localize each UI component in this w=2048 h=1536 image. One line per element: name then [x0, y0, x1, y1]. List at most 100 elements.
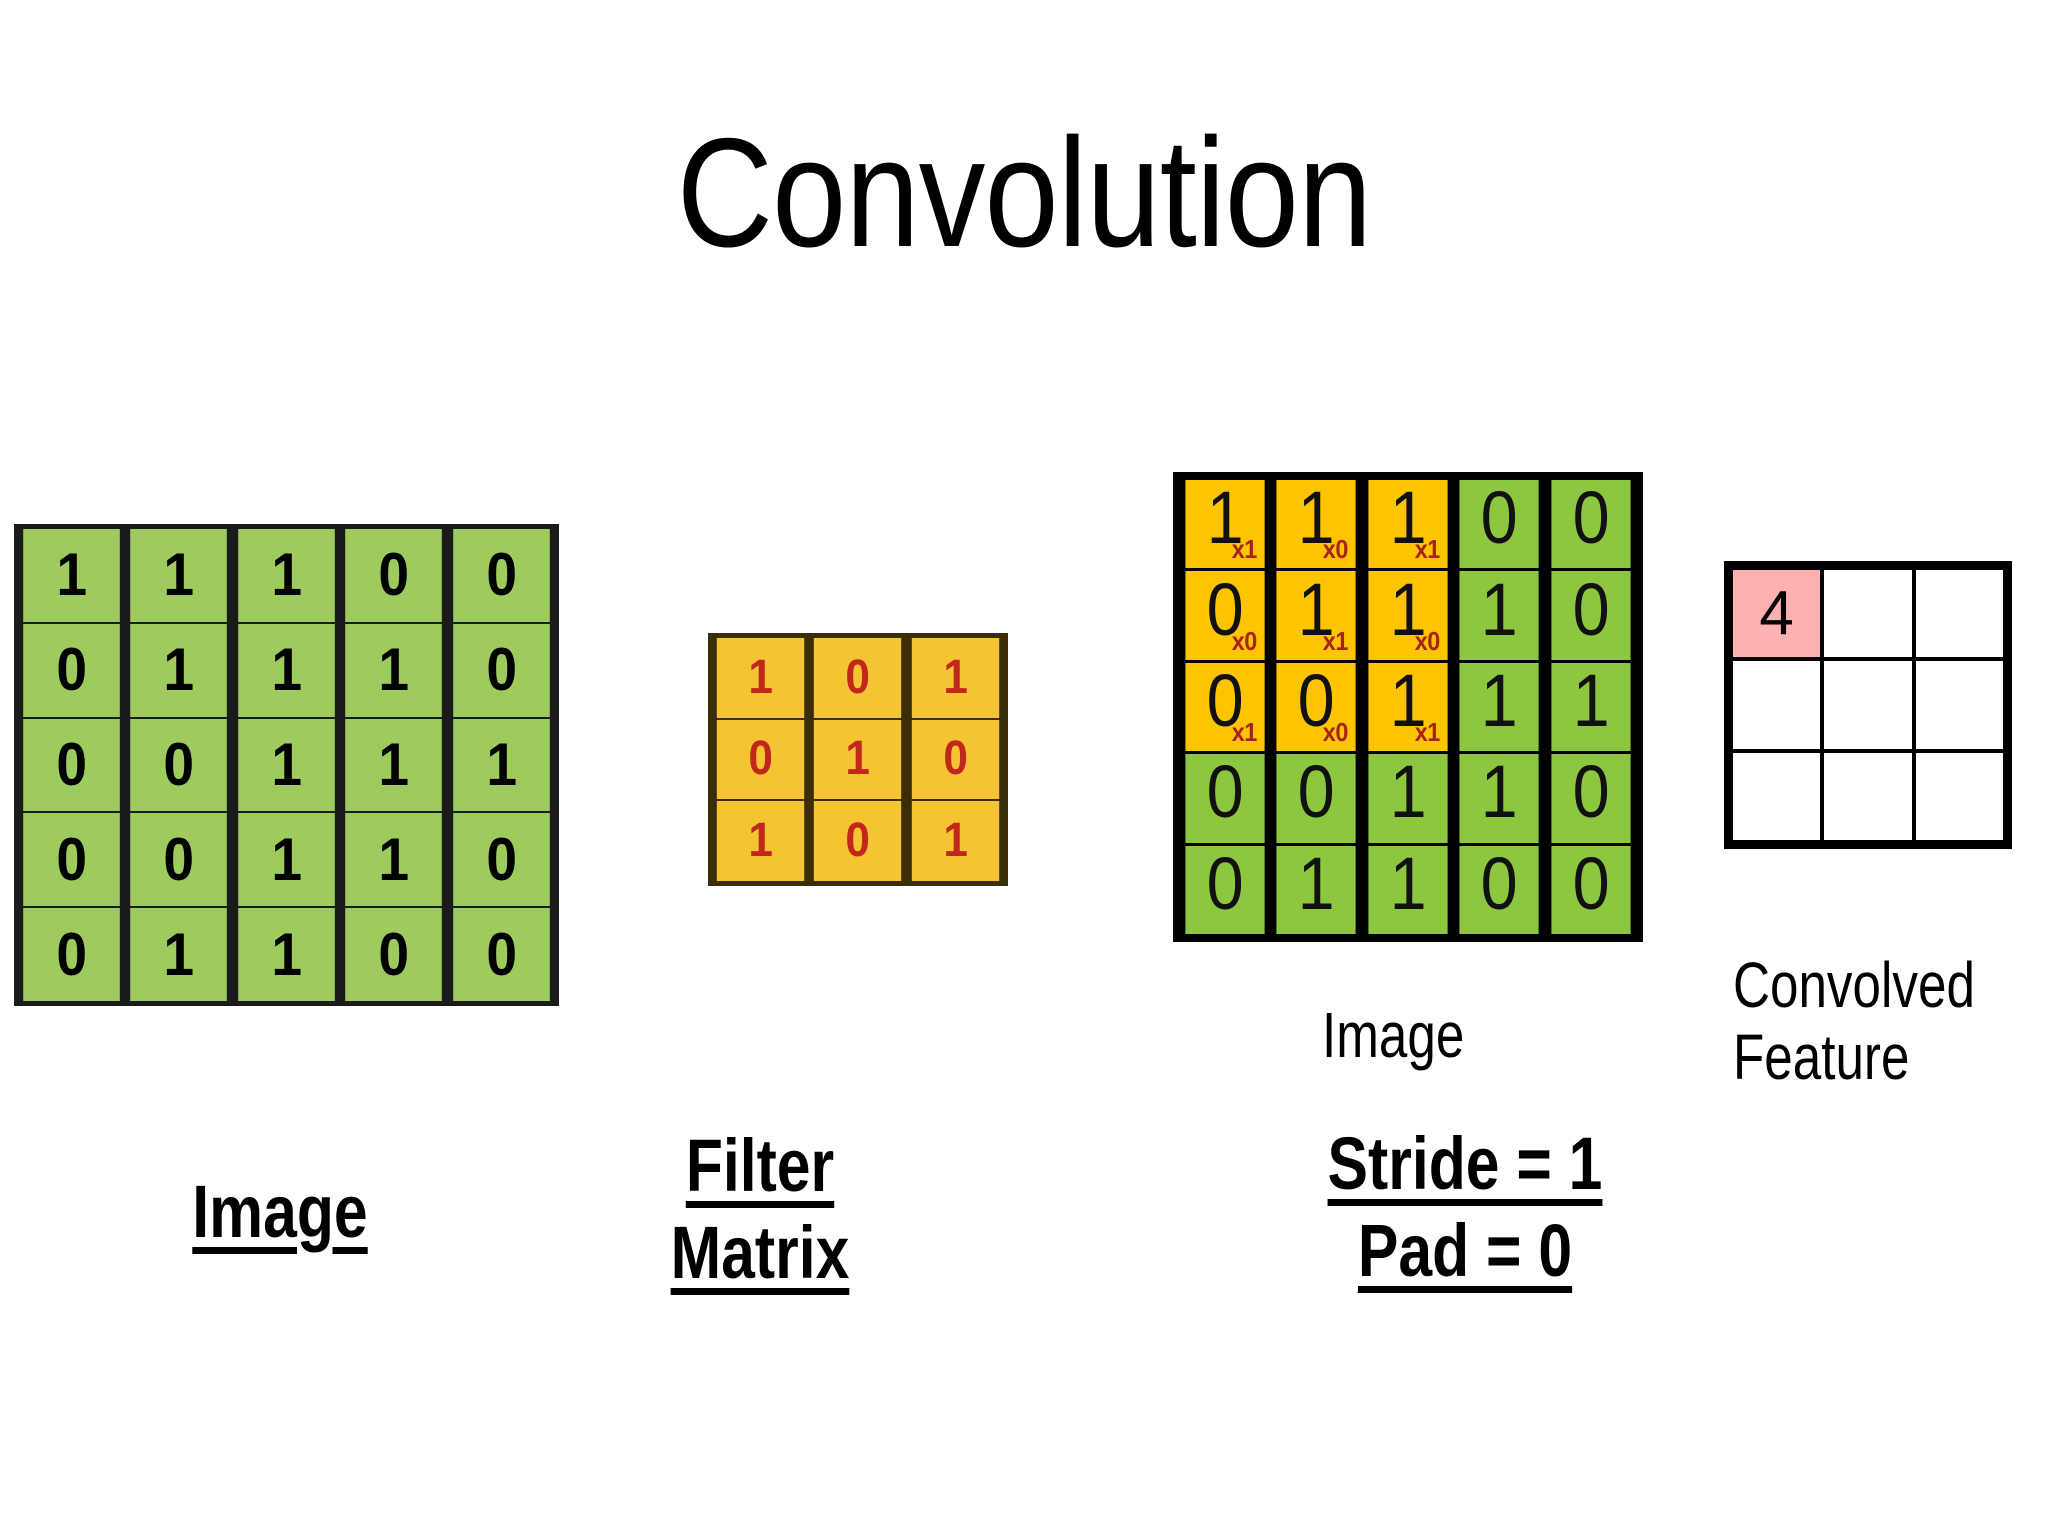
convolved-cell-r2c1: [1733, 661, 1821, 749]
caption-convolved-feature-line2: Feature: [1733, 1020, 1910, 1093]
cell-multiplier: x1: [1414, 534, 1441, 565]
cell-multiplier: x1: [1231, 534, 1258, 565]
cell-value: 1: [1480, 567, 1518, 651]
image-right-cell-r5c3: 1: [1368, 845, 1448, 934]
cell-value: 1: [1298, 841, 1336, 925]
pad-label: Pad = 0: [1357, 1209, 1573, 1293]
cell-value: 1: [1480, 750, 1518, 834]
cell-value: 0: [1480, 841, 1518, 925]
filter-cell-r3c3: 1: [911, 801, 1000, 881]
image-left-cell-r1c1: 1: [23, 529, 121, 622]
image-left-cell-r2c1: 0: [23, 623, 121, 717]
image-right-cell-r2c4: 1: [1459, 567, 1540, 660]
image-left-cell-r3c4: 1: [345, 718, 443, 812]
caption-convolved-feature-line1: Convolved: [1733, 949, 1975, 1021]
image-right-cell-r4c3: 1: [1368, 754, 1448, 843]
filter-cell-r1c1: 1: [716, 638, 805, 718]
cell-value: 0: [1480, 476, 1518, 560]
convolved-cell-r2c2: [1824, 661, 1912, 749]
cell-value: 0: [1298, 750, 1336, 834]
cell-multiplier: x1: [1414, 717, 1441, 748]
caption-convolved-feature: Convolved Feature: [1733, 949, 1975, 1093]
image-left-cell-r1c5: 0: [452, 529, 550, 622]
image-left-cell-r2c2: 1: [130, 623, 228, 717]
image-right-cell-r4c4: 1: [1459, 750, 1540, 843]
image-right-cell-r5c5: 0: [1551, 841, 1631, 934]
image-left-cell-r5c2: 1: [130, 908, 228, 1001]
cell-value: 0: [1206, 567, 1244, 651]
image-left-cell-r1c3: 1: [238, 529, 335, 622]
image-right-cell-r3c4: 1: [1459, 658, 1540, 752]
image-left-cell-r5c3: 1: [238, 908, 335, 1001]
image-left-cell-r1c4: 0: [345, 529, 443, 622]
cell-value: 0: [1572, 476, 1610, 560]
image-right-cell-r4c2: 0: [1276, 750, 1357, 843]
convolved-cell-r1c3: [1915, 570, 2003, 658]
image-left-cell-r4c2: 0: [130, 813, 228, 907]
image-left-cell-r5c5: 0: [452, 908, 550, 1001]
cell-multiplier: x0: [1323, 717, 1349, 748]
convolved-cell-r2c3: [1915, 661, 2003, 749]
image-right-cell-r2c5: 0: [1551, 567, 1631, 660]
page-title: Convolution: [676, 106, 1372, 279]
filter-cell-r2c3: 0: [911, 719, 1000, 800]
convolved-cell-r1c2: [1824, 570, 1912, 658]
image-right-cell-r5c1: 0: [1185, 841, 1265, 934]
image-right-cell-r4c5: 0: [1551, 750, 1631, 843]
image-left-cell-r3c3: 1: [238, 718, 335, 812]
image-left-cell-r5c1: 0: [23, 908, 121, 1001]
caption-image-left: Image: [60, 1168, 500, 1255]
cell-value: 1: [1298, 476, 1336, 560]
caption-filter-matrix: Filter Matrix: [540, 1122, 980, 1297]
cell-value: 0: [1206, 750, 1244, 834]
image-left-cell-r3c2: 0: [130, 718, 228, 812]
cell-value: 1: [1389, 476, 1427, 560]
cell-value: 1: [1389, 658, 1427, 742]
convolved-feature-matrix: 4: [1724, 561, 2012, 849]
image-left-cell-r4c1: 0: [23, 813, 121, 907]
cell-value: 1: [1389, 567, 1427, 651]
cell-multiplier: x1: [1323, 625, 1349, 656]
cell-value: 0: [1206, 841, 1244, 925]
stride-label: Stride = 1: [1327, 1122, 1603, 1205]
filter-cell-r1c3: 1: [911, 638, 1000, 718]
caption-filter-line1: Filter: [685, 1124, 835, 1207]
cell-value: 1: [1298, 567, 1336, 651]
cell-value: 1: [1480, 658, 1518, 742]
caption-image-right: Image: [1322, 999, 1465, 1071]
cell-value: 0: [1206, 658, 1244, 742]
image-left-cell-r1c2: 1: [130, 529, 228, 622]
convolved-cell-r3c1: [1733, 752, 1821, 840]
cell-multiplier: x0: [1231, 625, 1258, 656]
cell-value: 0: [1572, 750, 1610, 834]
image-left-cell-r2c5: 0: [452, 623, 550, 717]
cell-multiplier: x0: [1323, 534, 1349, 565]
convolved-cell-r3c2: [1824, 752, 1912, 840]
caption-stride-pad: Stride = 1 Pad = 0: [1165, 1120, 1765, 1295]
image-left-cell-r3c5: 1: [452, 718, 550, 812]
cell-value: 0: [1298, 658, 1336, 742]
image-left-cell-r4c5: 0: [452, 813, 550, 907]
cell-value: 1: [1572, 658, 1610, 742]
convolved-cell-r1c1: 4: [1733, 570, 1821, 658]
cell-multiplier: x0: [1414, 625, 1441, 656]
image-right-cell-r4c1: 0: [1185, 750, 1265, 843]
cell-value: 0: [1572, 841, 1610, 925]
image-left-cell-r4c4: 1: [345, 813, 443, 907]
image-right-cell-r1c5: 0: [1551, 476, 1631, 569]
caption-filter-line2: Matrix: [670, 1211, 850, 1295]
image-left-cell-r2c4: 1: [345, 623, 443, 717]
cell-multiplier: x1: [1231, 717, 1258, 748]
filter-cell-r2c2: 1: [814, 719, 902, 800]
image-right-cell-r5c2: 1: [1276, 841, 1357, 934]
cell-value: 0: [1572, 567, 1610, 651]
caption-image-left-text: Image: [192, 1170, 368, 1253]
